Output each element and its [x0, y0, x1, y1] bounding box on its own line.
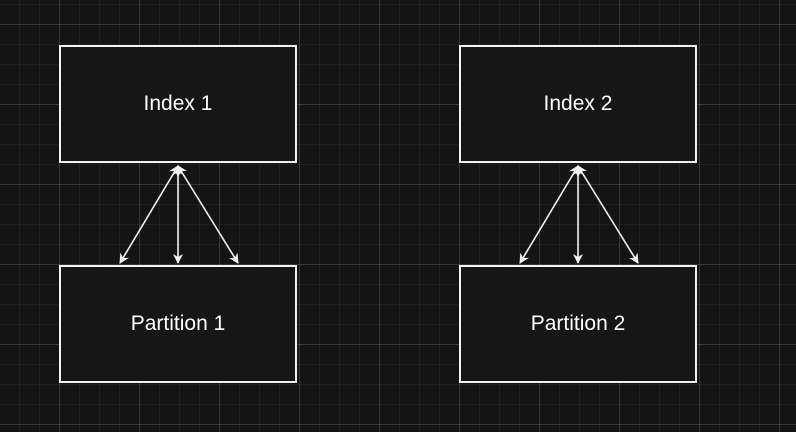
- index-2-node[interactable]: Index 2: [459, 45, 697, 163]
- edge-index1-partition1-left: [119, 165, 179, 264]
- index-1-node[interactable]: Index 1: [59, 45, 297, 163]
- partition-1-node[interactable]: Partition 1: [59, 265, 297, 383]
- partition-1-label: Partition 1: [130, 312, 226, 335]
- index-1-label: Index 1: [143, 92, 213, 115]
- edge-index2-partition2-right: [577, 165, 639, 264]
- edge-index2-partition2-left: [519, 165, 579, 264]
- partition-2-label: Partition 2: [530, 312, 626, 335]
- edge-index1-partition1-right: [177, 165, 239, 264]
- index-2-label: Index 2: [543, 92, 613, 115]
- partition-2-node[interactable]: Partition 2: [459, 265, 697, 383]
